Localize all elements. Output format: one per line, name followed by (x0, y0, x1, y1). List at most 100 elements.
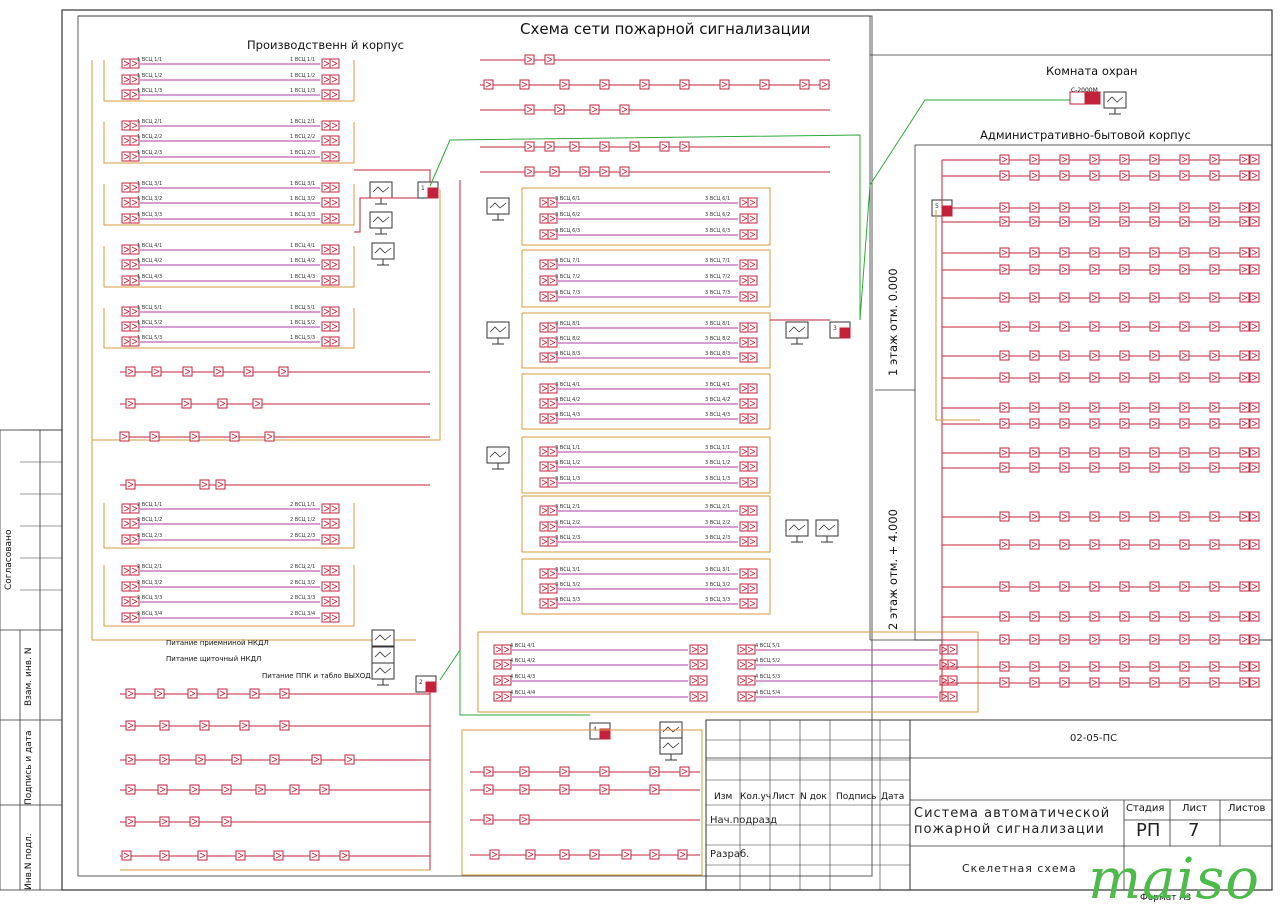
zone-label: 3 ВСЦ 3/2 (705, 582, 730, 588)
detector-mark (1211, 249, 1218, 253)
detector (1119, 539, 1130, 550)
detector-mark (1031, 266, 1038, 270)
detector-mark (1241, 156, 1248, 160)
detector-mark (741, 388, 748, 392)
detector-mark (651, 771, 658, 775)
detector (547, 461, 558, 472)
detector-mark (1091, 252, 1098, 256)
detector (1149, 292, 1160, 303)
detector (125, 479, 136, 490)
detector-mark (549, 588, 556, 592)
detector-mark (1061, 326, 1068, 330)
detector-mark (251, 693, 258, 697)
detector (1089, 611, 1100, 622)
detector-mark (201, 484, 208, 488)
detector-mark (749, 324, 756, 328)
detector-mark (1031, 326, 1038, 330)
panel-number: 5 (935, 203, 939, 210)
detector-mark (1001, 355, 1008, 359)
detector (649, 784, 660, 795)
detector (1059, 511, 1070, 522)
detector-mark (1151, 404, 1158, 408)
detector (745, 659, 756, 670)
detector-mark (1151, 294, 1158, 298)
detector-mark (266, 433, 273, 437)
detector-mark (123, 156, 130, 160)
detector (1249, 402, 1260, 413)
detector-mark (749, 479, 756, 483)
detector (1059, 634, 1070, 645)
detector-mark (1121, 326, 1128, 330)
detector (621, 849, 632, 860)
detector-right (329, 182, 340, 193)
detector (1089, 511, 1100, 522)
panel-number: 2 (419, 679, 423, 686)
zone-label: 4 ВСЦ 5/4 (755, 690, 780, 696)
detector-mark (123, 218, 130, 222)
detector-mark (1031, 449, 1038, 453)
detector (1149, 447, 1160, 458)
detector-mark (1031, 516, 1038, 520)
detector-mark (741, 466, 748, 470)
zone-label: 3 ВСЦ 4/3 (705, 412, 730, 418)
detector-mark (131, 520, 138, 524)
transformer-wave (489, 326, 507, 333)
detector (999, 447, 1010, 458)
detector (519, 766, 530, 777)
detector-mark (699, 680, 706, 684)
detector-mark (123, 539, 130, 543)
detector-mark (741, 280, 748, 284)
detector (159, 720, 170, 731)
zone-label: 1 ВСЦ 1/1 (137, 57, 162, 63)
detector (1179, 154, 1190, 165)
watermark-logo: maiso (1088, 847, 1260, 912)
detector-mark (541, 538, 548, 542)
detector-mark (549, 339, 556, 343)
detector-mark (1211, 175, 1218, 179)
detector (344, 754, 355, 765)
detector-mark (1001, 172, 1008, 176)
detector (501, 691, 512, 702)
detector-mark (1241, 467, 1248, 471)
detector-mark (275, 855, 282, 859)
detector-mark (1251, 204, 1258, 208)
detector (1059, 264, 1070, 275)
detector-mark (1001, 679, 1008, 683)
detector-mark (127, 759, 134, 763)
detector-mark (621, 171, 628, 175)
detector-mark (1151, 679, 1158, 683)
detector (1119, 154, 1130, 165)
detector (1179, 350, 1190, 361)
detector-mark (323, 308, 330, 312)
sheet-name: Скелетная схема (962, 862, 1077, 875)
detector (1209, 634, 1220, 645)
detector-mark (1181, 355, 1188, 359)
detector-mark (127, 786, 134, 790)
detector-mark (1061, 663, 1068, 667)
transformer-wave (788, 326, 806, 333)
detector-mark (549, 354, 556, 358)
detector-mark (331, 308, 338, 312)
detector-mark (123, 184, 130, 188)
detector-mark (1181, 404, 1188, 408)
detector (1179, 611, 1190, 622)
detector (1179, 634, 1190, 645)
detector-mark (1241, 175, 1248, 179)
zone-label: 2 ВСЦ 3/4 (137, 611, 162, 617)
detector-mark (1091, 377, 1098, 381)
detector-mark (1001, 586, 1008, 590)
detector (1029, 581, 1040, 592)
detector-mark (1151, 639, 1158, 643)
detector-mark (1121, 616, 1128, 620)
detector-mark (153, 368, 160, 372)
detector-mark (1181, 221, 1188, 225)
detector-left (129, 213, 140, 224)
detector-mark (1061, 175, 1068, 179)
detector-mark (749, 588, 756, 592)
detector-mark (1001, 544, 1008, 548)
detector (679, 141, 690, 152)
detector-mark (184, 368, 191, 372)
detector-mark (546, 59, 553, 63)
detector-mark (331, 539, 338, 543)
detector-mark (1151, 467, 1158, 471)
